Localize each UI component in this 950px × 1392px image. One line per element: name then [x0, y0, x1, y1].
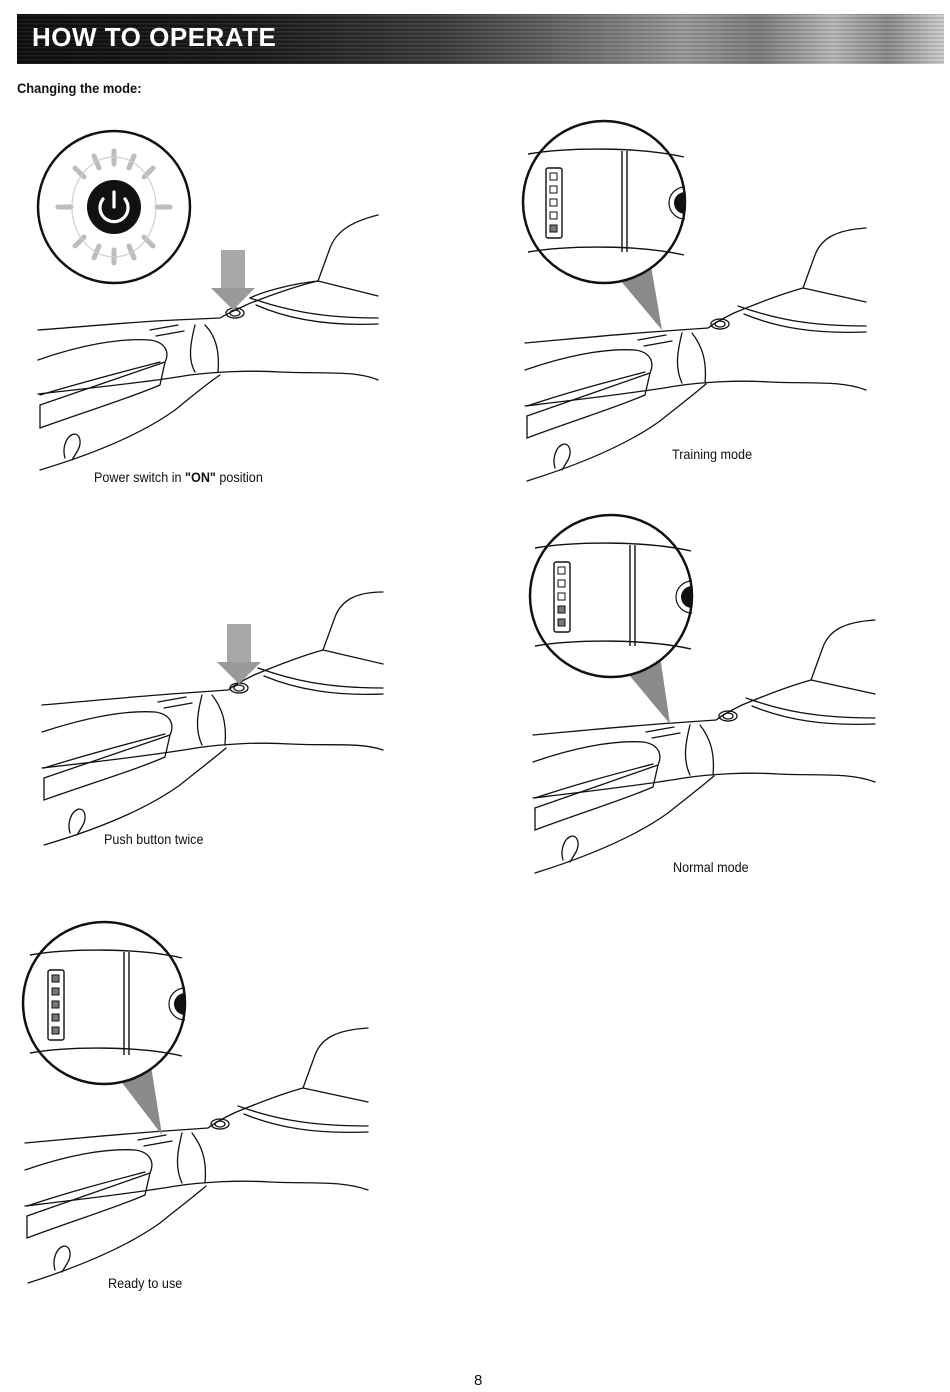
caption-power-on-prefix: Power switch in	[94, 469, 186, 485]
page-title: HOW TO OPERATE	[32, 22, 277, 52]
pointer-callout	[620, 260, 662, 330]
pointer-callout	[630, 656, 670, 724]
caption-power-on: Power switch in "ON" position	[94, 469, 263, 485]
battery-indicator-icon	[521, 119, 687, 285]
caption-push-twice: Push button twice	[104, 831, 204, 847]
power-button-icon	[36, 129, 192, 285]
press-arrow-icon	[217, 624, 261, 684]
pointer-callout	[120, 1060, 162, 1135]
battery-indicator-icon	[21, 920, 187, 1086]
press-arrow-icon	[211, 250, 255, 310]
caption-normal: Normal mode	[673, 859, 749, 875]
caption-ready: Ready to use	[108, 1275, 183, 1291]
caption-training: Training mode	[672, 446, 753, 462]
section-heading: Changing the mode:	[17, 80, 142, 96]
header-bar: HOW TO OPERATE	[17, 14, 944, 64]
battery-indicator-icon	[528, 513, 694, 679]
caption-power-on-bold: "ON"	[185, 469, 216, 485]
page-number: 8	[474, 1372, 483, 1389]
caption-power-on-suffix: position	[215, 469, 263, 485]
